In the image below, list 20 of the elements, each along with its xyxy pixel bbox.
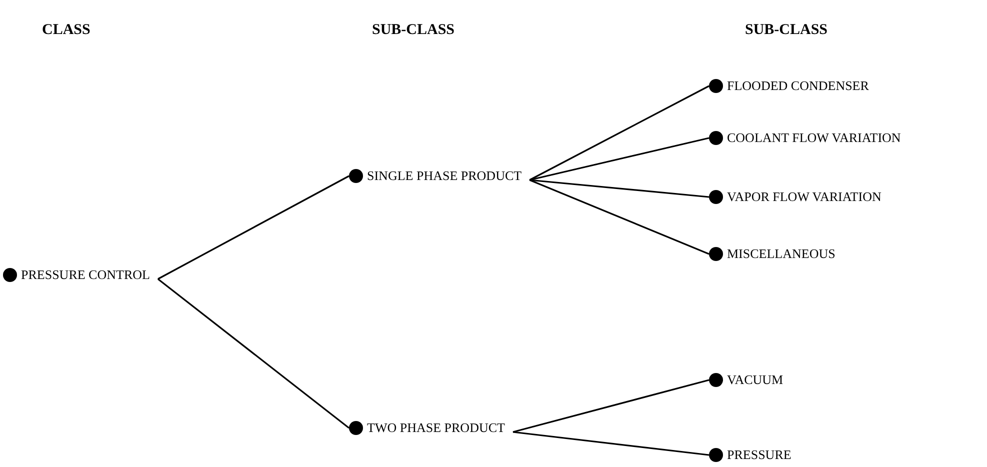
column-heading: SUB-CLASS (745, 21, 828, 40)
connector-line (158, 175, 350, 280)
connector-line (529, 137, 710, 181)
node-label: MISCELLANEOUS (727, 245, 836, 264)
connector-line (512, 431, 710, 456)
connector-line (512, 379, 710, 433)
column-heading: CLASS (42, 21, 90, 40)
connector-line (530, 179, 710, 198)
node-label: PRESSURE (727, 446, 792, 464)
node-label: COOLANT FLOW VARIATION (727, 129, 901, 148)
connector-line (529, 179, 710, 255)
node-label: VACUUM (727, 371, 784, 390)
node-label: SINGLE PHASE PRODUCT (367, 167, 522, 186)
connector-line (529, 85, 710, 181)
node-label: VAPOR FLOW VARIATION (727, 188, 882, 206)
column-heading: SUB-CLASS (372, 21, 455, 40)
connector-line (157, 278, 350, 429)
node-label: TWO PHASE PRODUCT (367, 419, 505, 438)
node-label: FLOODED CONDENSER (727, 77, 869, 96)
node-label: PRESSURE CONTROL (21, 266, 150, 284)
